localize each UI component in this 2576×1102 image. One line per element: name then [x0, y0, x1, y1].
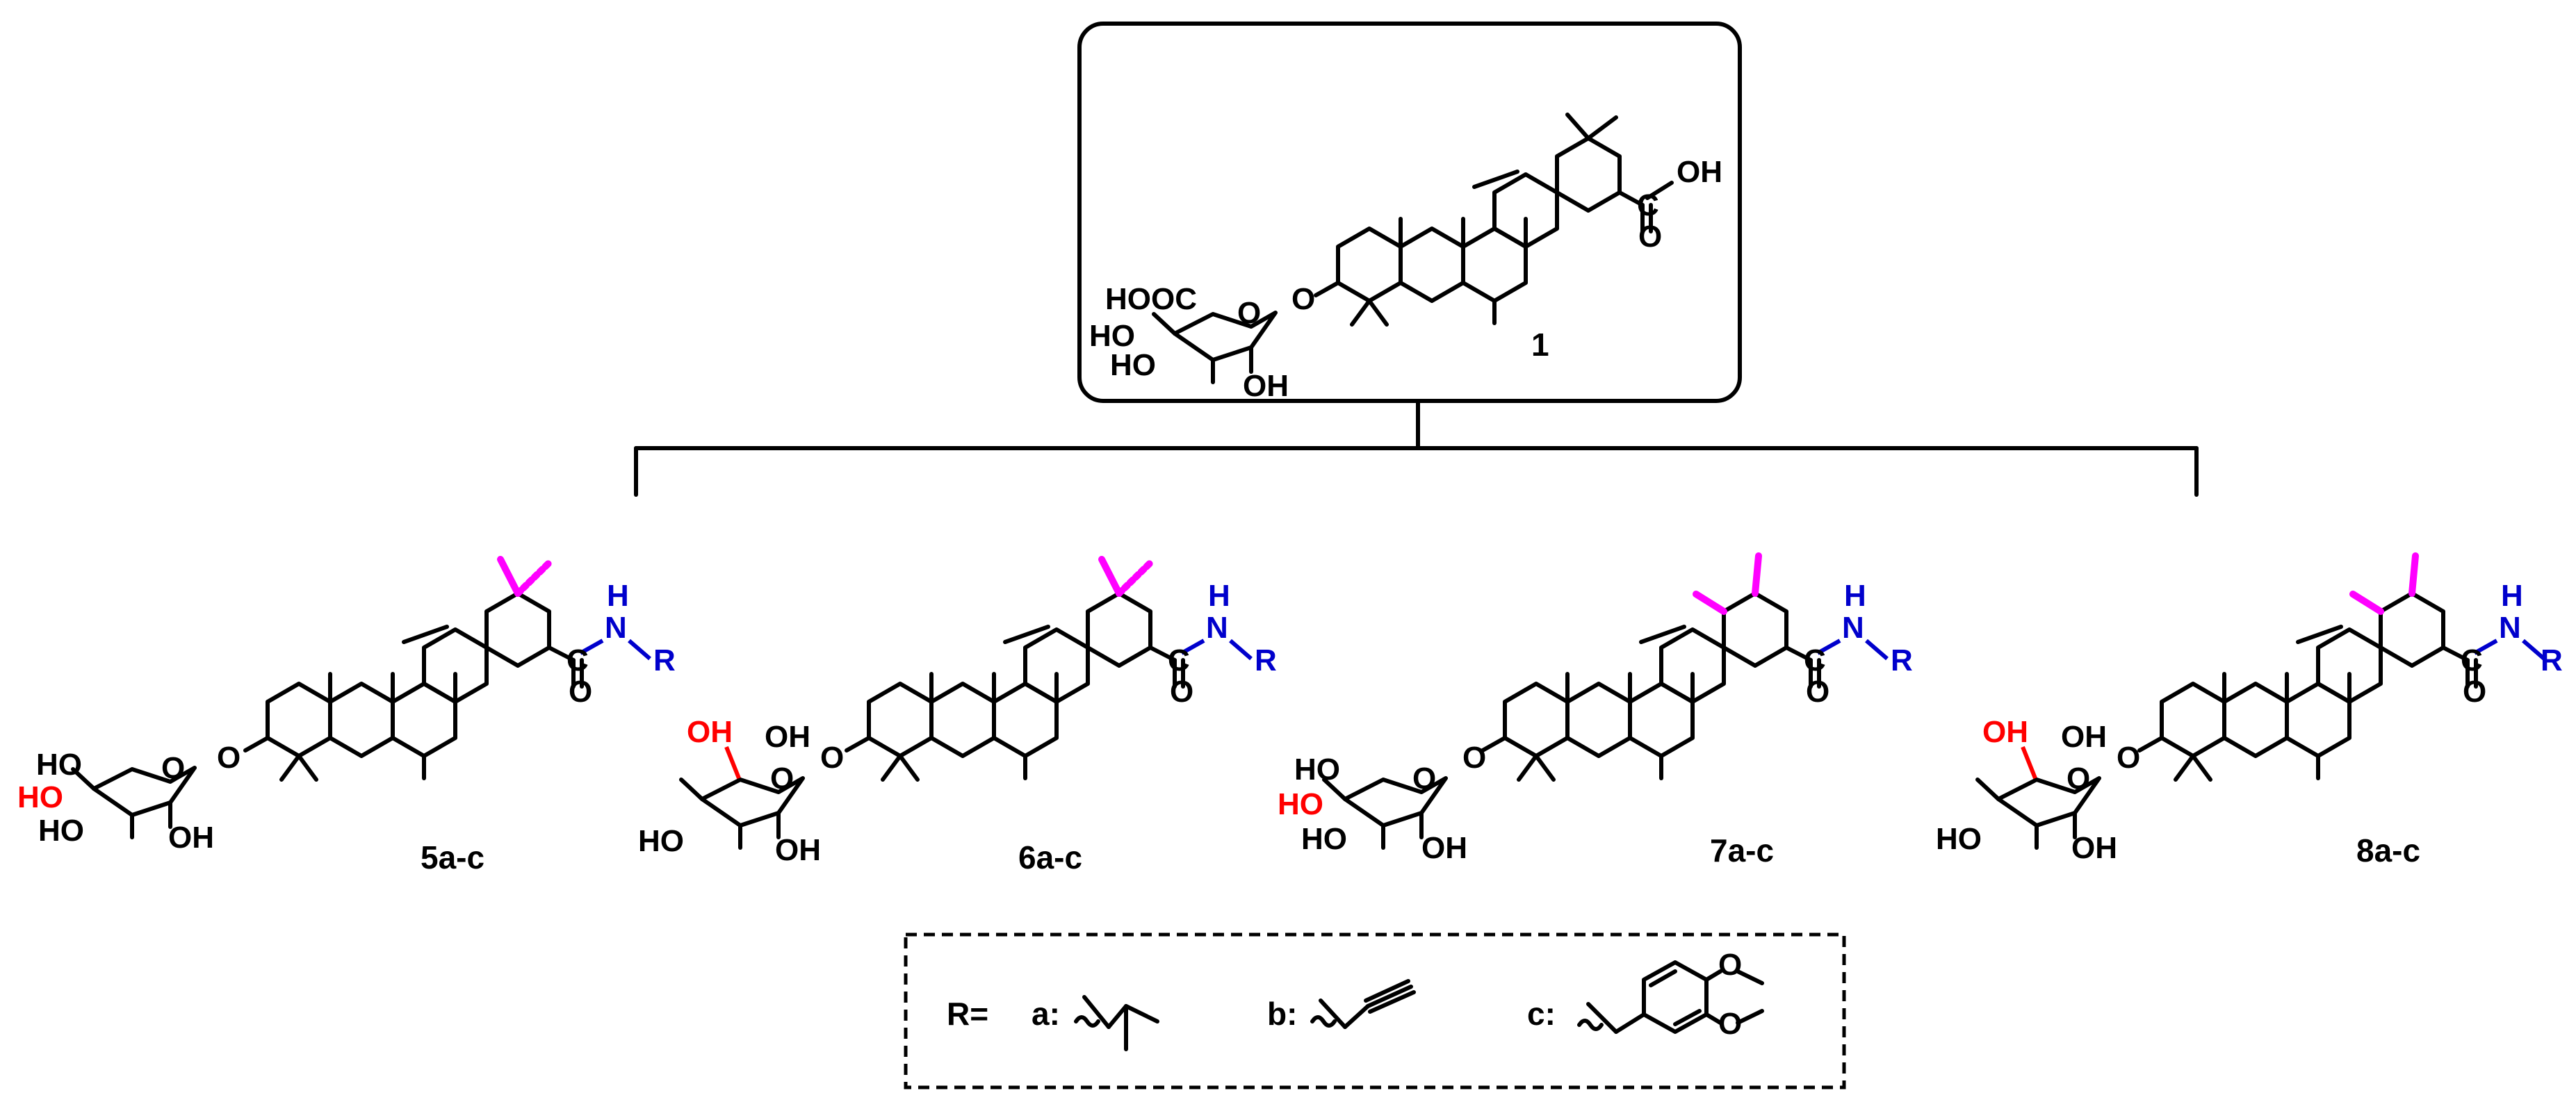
m7-ho-c: HO [1301, 822, 1347, 856]
m5-oh: OH [168, 821, 214, 855]
m7-o: O [1806, 675, 1829, 709]
parent-ho-2: HO [1110, 348, 1156, 382]
r-option-c-o1: O [1718, 948, 1742, 982]
m5-o: O [569, 675, 592, 709]
m5-h: H [607, 579, 629, 613]
m8-r: R [2541, 643, 2563, 677]
m5-ho-c: HO [38, 814, 84, 848]
m6-ho-c: HO [638, 824, 684, 858]
r-option-a-key: a: [1032, 996, 1060, 1032]
label-6: 6a-c [1018, 839, 1082, 875]
m5-r: R [653, 643, 676, 677]
m7-ho-b: HO [1278, 787, 1323, 821]
r-group-frame [904, 932, 1846, 1089]
label-5: 5a-c [421, 839, 484, 875]
m6-c: C [1168, 643, 1190, 677]
m6-r: R [1255, 643, 1277, 677]
m5-n: N [605, 611, 627, 645]
m5-ring-o: O [161, 751, 185, 785]
m6-n: N [1206, 611, 1228, 645]
m5-ho-a: HO [36, 748, 82, 782]
m7-ring-o: O [1412, 762, 1436, 796]
r-option-c-o2: O [1718, 1007, 1742, 1041]
m5-glyco-o: O [217, 741, 241, 775]
m8-glyco-o: O [2117, 741, 2140, 775]
parent-glyco-o: O [1291, 282, 1315, 316]
m7-ho-a: HO [1294, 753, 1340, 787]
m5-c: C [566, 643, 589, 677]
r-group-prefix: R= [947, 996, 988, 1032]
m5-ho-b: HO [17, 780, 63, 814]
label-7: 7a-c [1710, 832, 1774, 869]
parent-molecule [1314, 113, 1674, 324]
r-option-b-structure [1310, 979, 1416, 1029]
m6-glyco-o: O [820, 741, 844, 775]
r-option-b-key: b: [1267, 996, 1297, 1032]
m8-o: O [2463, 675, 2486, 709]
branch-connector [634, 399, 2199, 497]
m7-r: R [1891, 643, 1913, 677]
m8-c: C [2461, 643, 2483, 677]
parent-label: 1 [1531, 327, 1549, 363]
m6-ring-o: O [770, 762, 794, 796]
molecule-7: HO HO HO OH O O C N H R O 7a-c [1278, 552, 1913, 869]
m7-h: H [1844, 579, 1866, 613]
molecule-8: OH OH HO OH O O C N H R O 8a-c [1936, 552, 2563, 869]
m6-oh-top: OH [687, 715, 733, 749]
parent-ring-o: O [1237, 296, 1261, 330]
molecule-5: HO HO HO OH O O C N H R O 5a-c [17, 556, 676, 875]
parent-hooc: HOOC [1105, 282, 1197, 316]
m8-n: N [2499, 611, 2521, 645]
r-option-c-structure [1577, 960, 1764, 1034]
m8-h: H [2501, 579, 2523, 613]
m8-oh: OH [2071, 831, 2117, 865]
label-8: 8a-c [2356, 832, 2420, 869]
parent-carboxyl-c: C [1637, 188, 1659, 222]
m8-ring-o: O [2066, 762, 2090, 796]
m8-ho-c: HO [1936, 822, 1982, 856]
parent-oh: OH [1243, 369, 1289, 403]
m8-oh-top: OH [1982, 715, 2028, 749]
m6-o: O [1170, 675, 1193, 709]
parent-carboxyl-oh: OH [1677, 155, 1722, 189]
r-option-a-structure [1074, 995, 1159, 1051]
m7-oh: OH [1421, 831, 1467, 865]
molecule-6: OH OH HO OH O O C N H R O 6a-c [638, 556, 1277, 875]
m6-oh: OH [775, 833, 821, 867]
m8-oh-side: OH [2061, 720, 2107, 754]
r-option-c-key: c: [1527, 996, 1556, 1032]
m7-glyco-o: O [1462, 741, 1486, 775]
parent-carboxyl-o: O [1638, 220, 1662, 254]
parent-ho-1: HO [1089, 319, 1135, 353]
m6-oh-side: OH [765, 720, 810, 754]
m6-h: H [1208, 579, 1230, 613]
m7-n: N [1842, 611, 1864, 645]
parent-frame [1077, 22, 1742, 403]
m7-c: C [1804, 643, 1826, 677]
